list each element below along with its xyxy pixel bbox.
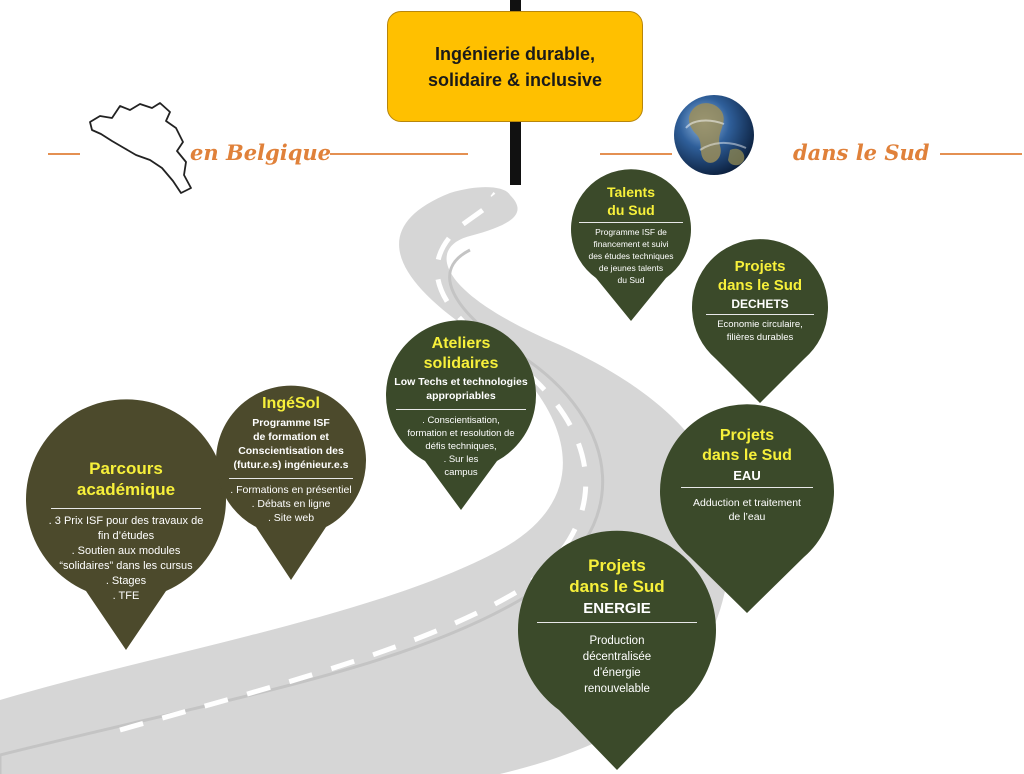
pin-ateliers-solidaires: Ateliers solidaires Low Techs et technol…	[386, 334, 536, 479]
pin-body: Adduction et traitement de l’eau	[693, 497, 801, 523]
pin-body: Programme ISF de financement et suivi de…	[588, 227, 674, 285]
pin-title: IngéSol	[262, 395, 320, 412]
region-label-belgique: en Belgique	[190, 140, 332, 165]
pin-subtitle: Programme ISF de formation et Conscienti…	[233, 417, 349, 471]
pin-shape-eau	[660, 404, 835, 613]
pin-projets-eau: Projets dans le Sud EAU Adduction et tra…	[664, 426, 830, 524]
divider	[579, 222, 683, 223]
region-label-sud: dans le Sud	[793, 140, 930, 165]
pin-title: Projets dans le Sud	[702, 427, 792, 464]
pin-title: Ateliers solidaires	[423, 335, 499, 372]
pin-body: Production décentralisée d’énergie renou…	[582, 634, 652, 695]
globe-icon	[674, 95, 754, 175]
title-sign: Ingénierie durable, solidaire & inclusiv…	[387, 11, 643, 122]
sign-line-2: solidaire & inclusive	[427, 69, 603, 90]
pin-ingesol: IngéSol Programme ISF de formation et Co…	[216, 394, 366, 525]
pin-shape-ateliers	[386, 320, 537, 510]
divider	[229, 478, 353, 479]
divider	[51, 507, 201, 509]
pin-talents-du-sud: Talents du Sud Programme ISF de financem…	[573, 184, 689, 286]
pin-title: Parcours académique	[76, 459, 176, 500]
pin-subtitle: ENERGIE	[583, 599, 651, 617]
sign-line-1: Ingénierie durable,	[434, 43, 596, 64]
pin-shape-talents	[571, 169, 691, 321]
pin-shape-dechets	[692, 239, 829, 403]
divider	[537, 621, 697, 623]
pin-subtitle: DECHETS	[731, 296, 789, 311]
pin-shape-energie	[518, 530, 717, 770]
pin-subtitle: EAU	[733, 468, 761, 483]
pin-shape-parcours	[26, 399, 227, 650]
pin-parcours-academique: Parcours académique . 3 Prix ISF pour de…	[34, 458, 218, 604]
pin-shapes	[26, 169, 835, 770]
pin-projets-energie: Projets dans le Sud ENERGIE Production d…	[524, 555, 710, 697]
divider	[396, 409, 526, 410]
pin-subtitle: Low Techs et technologies appropriables	[394, 376, 528, 402]
divider	[706, 313, 814, 315]
pin-body: . Formations en présentiel . Débats en l…	[230, 484, 352, 524]
pin-projets-dechets: Projets dans le Sud DECHETS Economie cir…	[694, 258, 826, 344]
pin-title: Projets dans le Sud	[717, 258, 803, 294]
pin-title: Projets dans le Sud	[569, 556, 665, 597]
pin-body: . Conscientisation, formation et resolut…	[407, 415, 515, 478]
pin-shape-ingesol	[216, 385, 366, 580]
pin-title: Talents du Sud	[607, 184, 655, 218]
pin-body: . 3 Prix ISF pour des travaux de fin d’é…	[48, 514, 204, 602]
divider	[681, 487, 813, 488]
pin-body: Economie circulaire, filières durables	[717, 318, 803, 343]
belgium-map-icon	[89, 102, 192, 194]
